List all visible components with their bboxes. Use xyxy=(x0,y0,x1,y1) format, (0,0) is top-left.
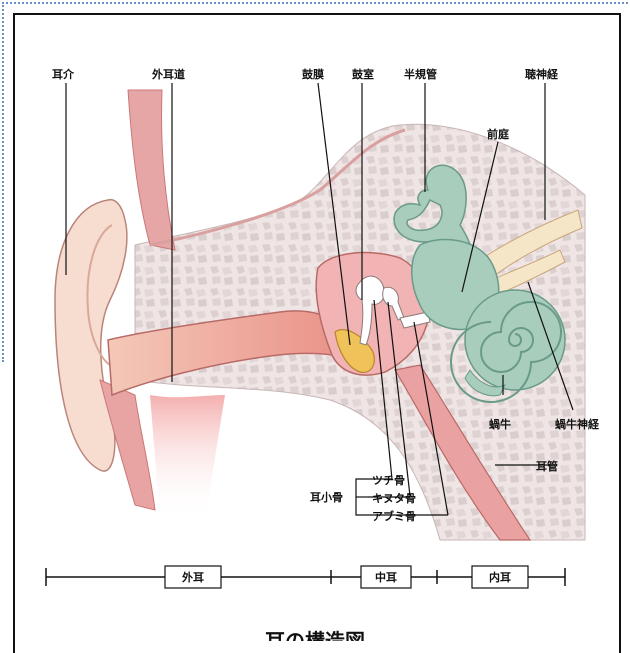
label-eustachian-tube: 耳管 xyxy=(536,459,558,473)
diagram-title: 耳の構造図 xyxy=(265,629,365,641)
label-tympanic-cavity: 鼓室 xyxy=(352,67,374,81)
cochlea-shape xyxy=(465,290,565,390)
label-malleus: ツチ骨 xyxy=(372,474,405,487)
label-incus: キヌタ骨 xyxy=(372,492,416,505)
label-ossicles: 耳小骨 xyxy=(310,490,343,504)
label-eardrum: 鼓膜 xyxy=(302,67,324,81)
label-cochlear-nerve: 蝸牛神経 xyxy=(555,417,600,431)
scale-inner: 内耳 xyxy=(489,570,511,584)
label-pinna: 耳介 xyxy=(52,67,75,81)
label-semicircular-canals: 半規管 xyxy=(404,67,437,81)
label-cochlea: 蝸牛 xyxy=(489,417,511,431)
label-auditory-nerve: 聴神経 xyxy=(525,67,559,81)
scale-outer: 外耳 xyxy=(181,570,204,584)
scale-middle: 中耳 xyxy=(375,570,397,584)
upper-skin xyxy=(128,90,175,250)
label-stapes: アブミ骨 xyxy=(372,509,416,523)
neck-fade xyxy=(150,395,225,520)
label-vestibule: 前庭 xyxy=(487,127,509,141)
label-ear-canal: 外耳道 xyxy=(151,67,185,81)
